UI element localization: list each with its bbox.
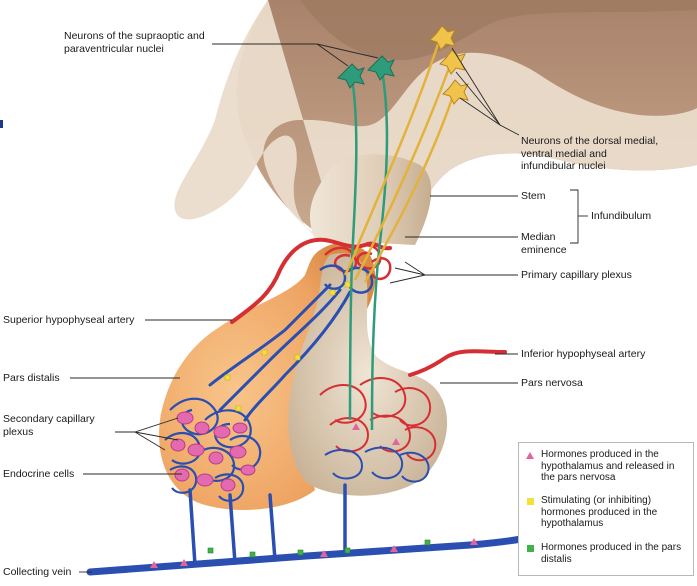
legend-item-hypothalamus-pars-nervosa: Hormones produced in the hypothalamus an… bbox=[525, 449, 685, 484]
infundibular-stem bbox=[310, 154, 432, 245]
gold-neuron-3 bbox=[442, 79, 469, 105]
label-supraoptic-neurons: Neurons of the supraoptic and paraventri… bbox=[64, 30, 205, 55]
gold-neuron-2 bbox=[439, 49, 466, 75]
collecting-vein-shape bbox=[86, 526, 564, 576]
legend-text-1: Hormones produced in the hypothalamus an… bbox=[541, 449, 675, 483]
label-inferior-hypophyseal-artery: Inferior hypophyseal artery bbox=[521, 348, 646, 360]
gold-neuron-axons bbox=[343, 37, 457, 283]
pars-nervosa-veins bbox=[324, 446, 430, 483]
pink-hormone-markers bbox=[150, 423, 478, 568]
pars-nervosa-shape bbox=[288, 253, 448, 496]
green-neurons bbox=[337, 55, 395, 89]
label-pars-nervosa: Pars nervosa bbox=[521, 377, 583, 389]
legend-text-3: Hormones produced in the pars distalis bbox=[541, 542, 682, 565]
green-hormone-markers bbox=[207, 539, 431, 558]
green-neuron-1 bbox=[337, 63, 365, 89]
label-collecting-vein: Collecting vein bbox=[3, 566, 72, 578]
label-endocrine-cells: Endocrine cells bbox=[3, 468, 75, 480]
label-secondary-capillary-plexus: Secondary capillary plexus bbox=[3, 413, 95, 438]
label-superior-hypophyseal-artery: Superior hypophyseal artery bbox=[3, 314, 135, 326]
legend: Hormones produced in the hypothalamus an… bbox=[518, 442, 694, 576]
label-dorsal-neurons: Neurons of the dorsal medial, ventral me… bbox=[521, 135, 659, 172]
label-median-eminence: Median eminence bbox=[521, 231, 567, 256]
gold-neuron-1 bbox=[429, 25, 456, 51]
inferior-artery-shape bbox=[408, 349, 507, 377]
label-stem: Stem bbox=[521, 190, 546, 202]
gold-neurons bbox=[429, 25, 469, 105]
legend-item-pars-distalis-hormones: Hormones produced in the pars distalis bbox=[525, 542, 685, 565]
legend-text-2: Stimulating (or inhibiting) hormones pro… bbox=[541, 495, 658, 529]
edge-marker bbox=[0, 120, 3, 128]
endocrine-cells bbox=[170, 411, 256, 492]
portal-vessels bbox=[208, 283, 352, 422]
legend-item-stimulating-hormones: Stimulating (or inhibiting) hormones pro… bbox=[525, 495, 685, 530]
green-square-icon bbox=[527, 545, 534, 552]
leader-lines bbox=[70, 43, 588, 573]
yellow-hormone-markers bbox=[224, 281, 351, 412]
green-neuron-2 bbox=[367, 55, 395, 81]
pink-triangle-icon bbox=[526, 452, 534, 459]
label-primary-capillary-plexus: Primary capillary plexus bbox=[521, 269, 632, 281]
yellow-square-icon bbox=[527, 498, 534, 505]
drainage-veins bbox=[188, 483, 347, 567]
label-infundibulum: Infundibulum bbox=[591, 210, 652, 222]
label-pars-distalis: Pars distalis bbox=[3, 372, 60, 384]
